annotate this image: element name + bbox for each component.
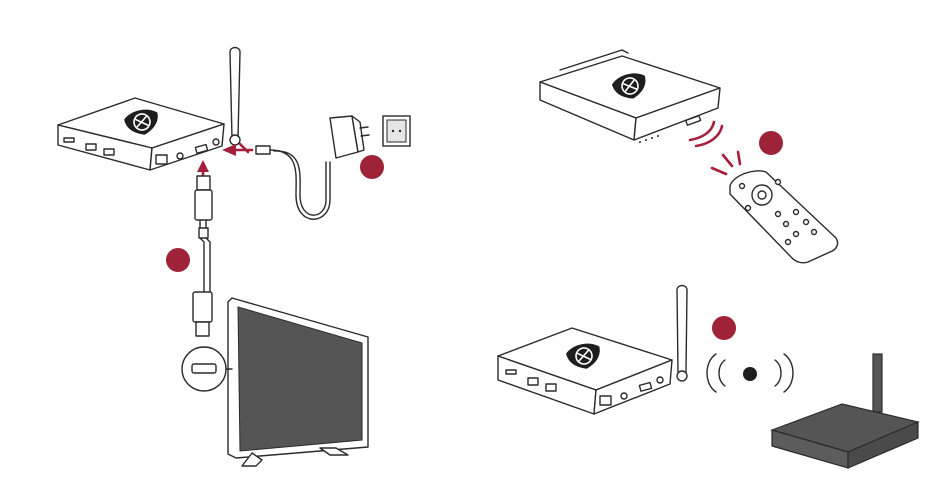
sd-slot <box>506 370 516 374</box>
av-port <box>177 153 183 159</box>
lan-port <box>156 155 167 164</box>
sd-slot <box>64 138 74 142</box>
wifi-router-icon <box>772 354 918 468</box>
antenna <box>677 286 687 373</box>
antenna <box>230 48 240 139</box>
step-3-remote-marker <box>759 131 783 155</box>
dc-port <box>657 377 663 383</box>
hdmi-cable-icon <box>193 176 212 336</box>
usb-port <box>104 149 114 155</box>
step-1-hdmi-marker <box>166 248 190 272</box>
ir-signal-icon <box>690 122 740 174</box>
tv-box-right-top <box>540 50 720 143</box>
remote-control-icon <box>730 171 838 263</box>
step-4-wifi-marker <box>712 316 736 340</box>
usb-port <box>528 378 538 385</box>
tv-box-left-top <box>58 48 240 171</box>
av-port <box>621 393 627 399</box>
lan-port <box>600 396 611 405</box>
wall-socket-icon <box>383 116 410 146</box>
usb-port <box>86 144 96 150</box>
tv-box-right-bottom <box>498 286 687 415</box>
wireless-signal-icon <box>707 354 793 392</box>
usb-port <box>546 384 556 391</box>
step-2-power-marker <box>360 155 384 179</box>
dc-port <box>213 139 219 145</box>
television-icon <box>182 298 368 466</box>
power-adapter-icon <box>256 116 369 219</box>
